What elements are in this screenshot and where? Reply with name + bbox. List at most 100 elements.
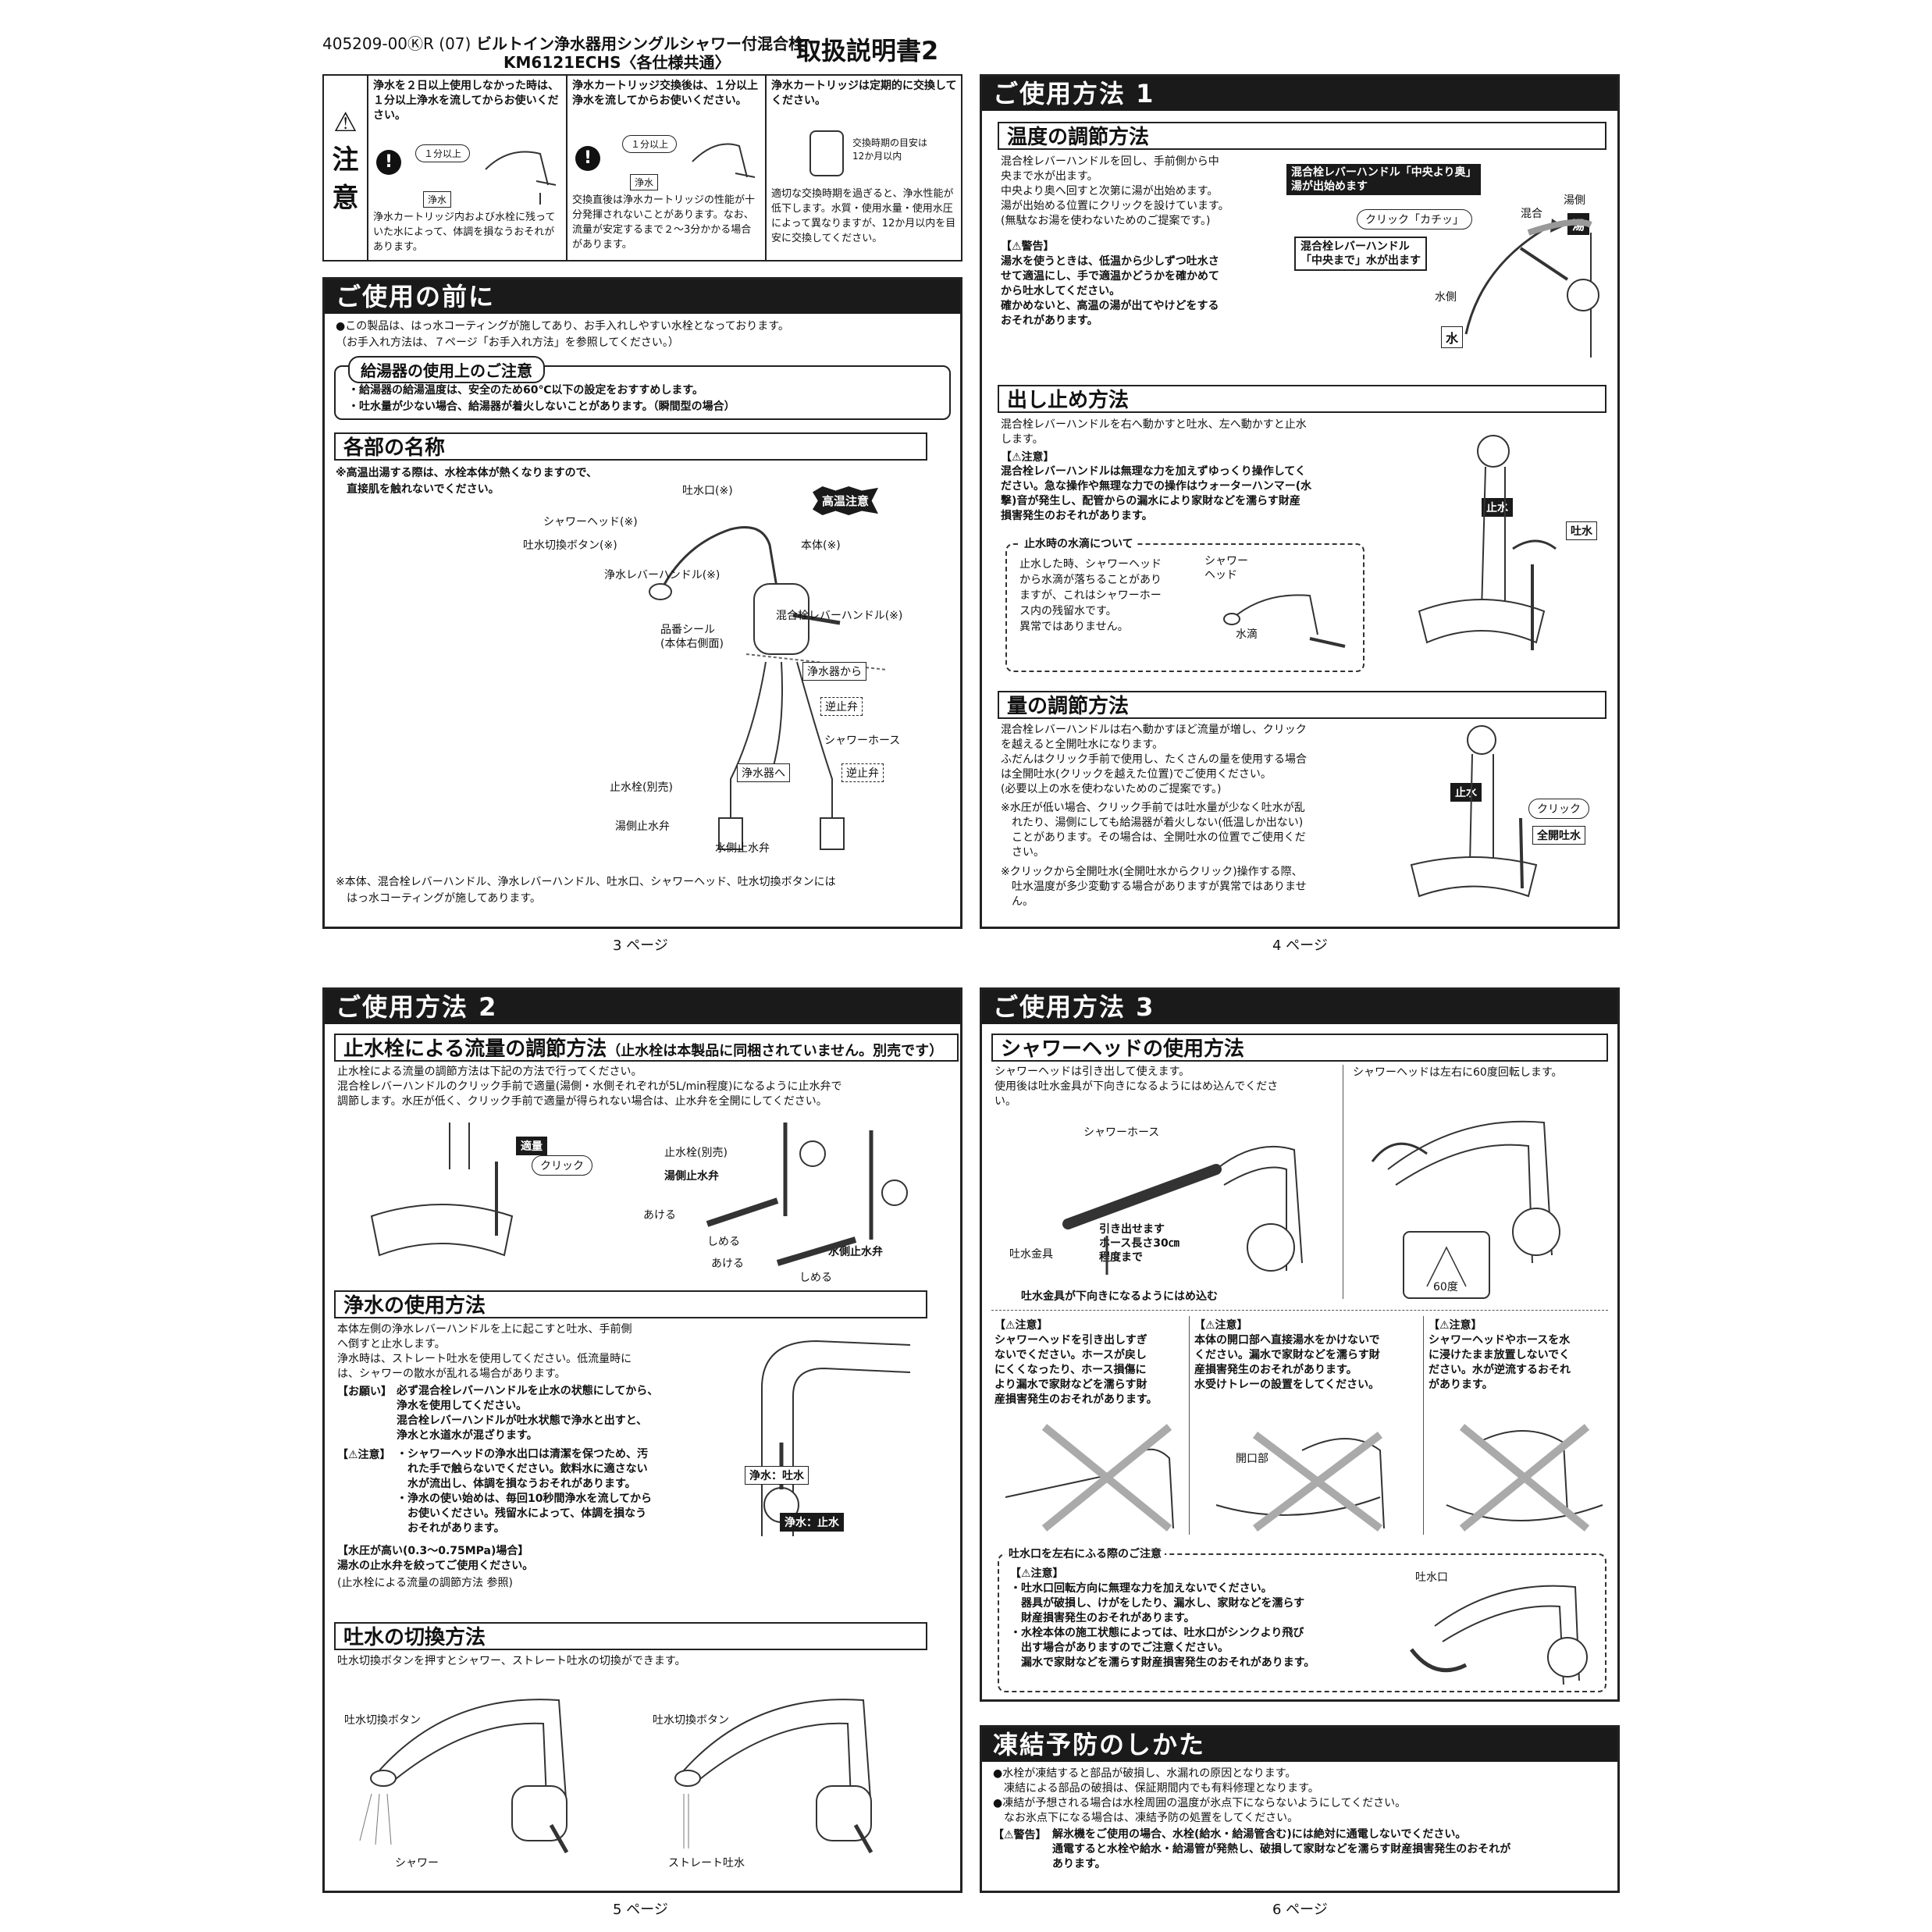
stop-label-stop: 止水	[1482, 498, 1513, 517]
shower-caution-3-label: 【⚠注意】	[1429, 1319, 1482, 1332]
shower-head-title: シャワーヘッドの使用方法	[991, 1034, 1608, 1062]
caution-3-illustration	[1446, 1424, 1603, 1532]
page-4-panel: ご使用方法 1 温度の調節方法 混合栓レバーハンドルを回し、手前側から中 央まで…	[980, 74, 1620, 929]
temp-warn-text: 湯水を使うときは、低温から少しずつ吐水さ せて適温にし、手で適温かどうかを確かめ…	[1001, 255, 1219, 327]
shower-label-down: 吐水金具が下向きになるようにはめ込む	[1021, 1290, 1218, 1303]
switch-straight-illustration	[674, 1699, 873, 1854]
hot-warning-badge: 高温注意	[813, 486, 879, 515]
valve-label-proper: 適量	[516, 1137, 547, 1155]
vol-note-2: ※クリックから全開吐水(全開吐水からクリック)操作する際、 吐水温度が多少変動す…	[1001, 866, 1307, 908]
vol-lever-illustration	[1410, 725, 1538, 898]
caution-char-1: 注	[332, 144, 359, 176]
label-cold-valve: 水側止水弁	[715, 842, 770, 855]
label-body: 本体(※)	[801, 539, 841, 552]
pure-caution: ・シャワーヘッドの浄水出口は清潔を保つため、汚 れた手で触らないでください。飲料…	[397, 1448, 653, 1535]
drip-title: 止水時の水滴について	[1021, 535, 1137, 551]
shower-caution-3: シャワーヘッドやホースを水 に浸けたまま放置しないでく ださい。水が逆流するおそ…	[1429, 1334, 1571, 1391]
valve-title: 止水栓による流量の調節方法（止水栓は本製品に同梱されていません。別売です）	[334, 1034, 959, 1062]
shower-pull-illustration	[1062, 1145, 1303, 1275]
caution-cell-2-head: 浄水カートリッジ交換後は、１分以上浄水を流してからお使いください。	[572, 80, 758, 107]
valve-label-open-1: あける	[643, 1209, 676, 1222]
faucet-parts-diagram	[649, 526, 888, 850]
label-spout: 吐水口(※)	[682, 485, 733, 497]
switch-label-shower: シャワー	[395, 1857, 439, 1870]
drip-label-drop: 水滴	[1236, 628, 1258, 641]
valve-title-note: （止水栓は本製品に同梱されていません。別売です）	[607, 1043, 944, 1059]
caution-char-2: 意	[332, 183, 359, 214]
temp-coldside: 水側	[1435, 291, 1457, 304]
label-check-valve-2: 逆止弁	[841, 763, 884, 782]
page-5-panel: ご使用方法 2 止水栓による流量の調節方法（止水栓は本製品に同梱されていません。…	[322, 987, 962, 1893]
shower-caution-1: シャワーヘッドを引き出しすぎ ないでください。ホースが戻し にくくなったり、ホー…	[994, 1334, 1158, 1406]
freeze-heading: 凍結予防のしかた	[982, 1727, 1617, 1762]
label-check-valve-1: 逆止弁	[820, 697, 863, 716]
pure-text: 本体左側の浄水レバーハンドルを上に起こすと吐水、手前側 へ倒すと止水します。 浄…	[337, 1323, 632, 1380]
pure-request-label: 【お願い】	[337, 1386, 392, 1398]
caution-cell-2-pill: １分以上	[622, 135, 678, 153]
pure-ref: (止水栓による流量の調節方法 参照)	[337, 1577, 513, 1589]
shower-caution-2-label: 【⚠注意】	[1194, 1319, 1248, 1332]
vol-note-1: ※水圧が低い場合、クリック手前では吐水量が少なく吐水が乱 れたり、湯側にしても給…	[1001, 802, 1306, 859]
valve-label-open-2: あける	[711, 1258, 744, 1270]
caution-cell-3-note: 交換時期の目安は 12か月以内	[852, 137, 928, 162]
page-6-number: 6 ページ	[1272, 1902, 1328, 1918]
valve-label-close-1: しめる	[707, 1236, 740, 1248]
cartridge-icon	[809, 130, 844, 176]
caution-cell-2-body: 交換直後は浄水カートリッジの性能が十分発揮されないことがあります。なお、流量が安…	[572, 194, 756, 251]
drip-faucet-illustration	[1223, 594, 1346, 648]
drip-box	[1005, 543, 1364, 672]
page-5-number: 5 ページ	[613, 1902, 668, 1918]
label-from-purifier: 浄水器から	[802, 662, 866, 681]
drip-text: 止水した時、シャワーヘッド から水滴が落ちることがあり ますが、これはシャワーホ…	[1019, 558, 1162, 633]
exclamation-icon: !	[575, 146, 600, 171]
valve-label-stopvalve: 止水栓(別売)	[664, 1147, 728, 1159]
exclamation-icon: !	[376, 150, 401, 175]
warning-triangle-icon: ⚠	[333, 107, 358, 138]
page-4-number: 4 ページ	[1272, 938, 1328, 954]
vol-text: 混合栓レバーハンドルは右へ動かすほど流量が増し、クリック を越えると全開吐水にな…	[1001, 724, 1307, 795]
swing-label: 【⚠注意】	[1010, 1567, 1064, 1580]
caution-cell-1-head: 浄水を２日以上使用しなかった時は、１分以上浄水を流してからお使いください。	[373, 80, 559, 122]
shower-label-hose: シャワーホース	[1083, 1126, 1160, 1139]
caution-1-illustration	[1005, 1424, 1174, 1532]
valve-title-main: 止水栓による流量の調節方法	[343, 1037, 607, 1061]
caution-cell-3-head: 浄水カートリッジは定期的に交換してください。	[771, 80, 957, 107]
top-caution-box: ⚠ 注 意 浄水を２日以上使用しなかった時は、１分以上浄水を流してからお使いくだ…	[322, 74, 962, 262]
freeze-text: ●水栓が凍結すると部品が破損し、水漏れの原因となります。 凍結による部品の破損は…	[993, 1767, 1407, 1824]
temp-warn-label: 【⚠警告】	[1001, 240, 1055, 253]
valve-label-click: クリック	[532, 1155, 592, 1176]
stop-caution-label: 【⚠注意】	[1001, 451, 1055, 464]
shower-rotate-illustration	[1371, 1120, 1560, 1299]
label-mix-lever: 混合栓レバーハンドル(※)	[776, 610, 903, 622]
caution-cell-2-tag: 浄水	[630, 174, 659, 190]
stop-caution-text: 混合栓レバーハンドルは無理な力を加えずゆっくり操作してく ださい。急な操作や無理…	[1001, 465, 1312, 522]
switch-title: 吐水の切換方法	[334, 1622, 927, 1650]
doc-code: 405209-00ⓀR (07)	[322, 34, 471, 53]
caution-cell-1: 浄水を２日以上使用しなかった時は、１分以上浄水を流してからお使いください。 ! …	[367, 76, 566, 260]
shower-caution-1-label: 【⚠注意】	[994, 1319, 1048, 1332]
page-3-heading: ご使用の前に	[325, 279, 960, 314]
swing-text: ・吐水口回転方向に無理な力を加えないでください。 器具が破損し、けがをしたり、漏…	[1010, 1582, 1315, 1669]
vol-title: 量の調節方法	[998, 691, 1606, 719]
boiler-caution-title: 給湯器の使用上のご注意	[348, 356, 545, 383]
caution-row-line	[991, 1310, 1608, 1311]
switch-label-button-1: 吐水切換ボタン	[344, 1714, 421, 1727]
label-to-purifier: 浄水器へ	[737, 763, 790, 782]
label-purify-lever: 浄水レバーハンドル(※)	[604, 569, 720, 582]
valve-label-hot: 湯側止水弁	[664, 1170, 719, 1183]
valve-label-cold: 水側止水弁	[828, 1246, 883, 1258]
drip-label-head: シャワー ヘッド	[1204, 555, 1248, 582]
stop-text: 混合栓レバーハンドルを右へ動かすと吐水、左へ動かすと止水 します。	[1001, 418, 1307, 446]
caution-cell-1-pill: １分以上	[415, 144, 471, 162]
swing-illustration	[1410, 1585, 1588, 1685]
temp-label-click: クリック「カチッ」	[1357, 209, 1472, 229]
pure-pressure: 【水圧が高い(0.3～0.75MPa)場合】 湯水の止水弁を絞ってご使用ください…	[337, 1545, 534, 1572]
switch-label-button-2: 吐水切換ボタン	[653, 1714, 729, 1727]
label-shower-hose: シャワーホース	[824, 735, 901, 747]
page-6-panel: ご使用方法 3 シャワーヘッドの使用方法 シャワーヘッドは引き出して使えます。 …	[980, 987, 1620, 1702]
shower-label-fitting: 吐水金具	[1009, 1248, 1053, 1261]
temp-label-back: 混合栓レバーハンドル「中央より奥」 湯が出始めます	[1286, 164, 1482, 195]
freeze-panel: 凍結予防のしかた ●水栓が凍結すると部品が破損し、水漏れの原因となります。 凍結…	[980, 1725, 1620, 1893]
caution-cell-1-body: 浄水カートリッジ内および水栓に残っていた水によって、体調を損なうおそれがあります…	[373, 212, 556, 253]
doc-title: 取扱説明書2	[796, 36, 939, 66]
